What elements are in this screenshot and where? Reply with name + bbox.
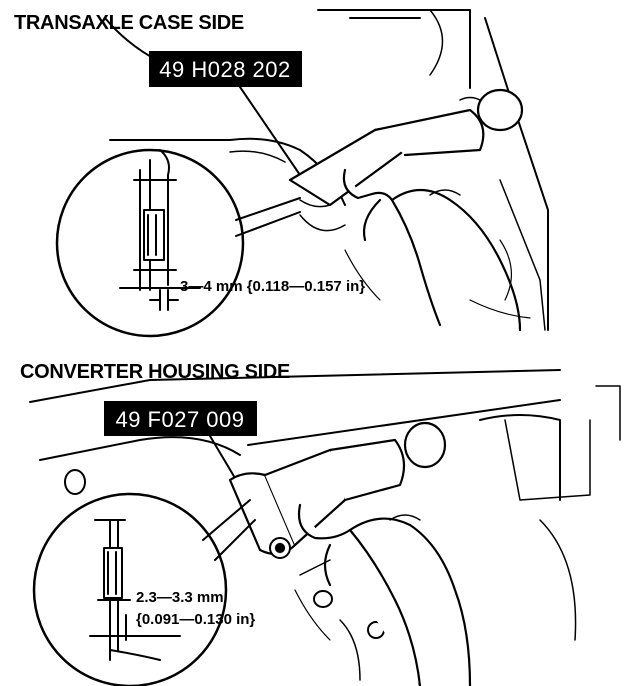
bottom-detail-circle: 2.3—3.3 mm {0.091—0.130 in} [32,492,256,686]
top-label-leader [239,86,301,176]
top-tool-label: 49 H028 202 [149,51,302,87]
bottom-clearance-text-2: {0.091—0.130 in} [136,611,255,628]
top-bearing-section [119,149,201,311]
bottom-clearance-text-1: 2.3—3.3 mm [136,589,224,606]
top-clearance-text: 3—4 mm {0.118—0.157 in} [180,278,365,295]
bottom-section: CONVERTER HOUSING SIDE 49 F027 009 [20,361,621,686]
bottom-detail-pointer [202,499,251,541]
top-detail-pointer [235,197,301,221]
top-tool-number: 49 H028 202 [159,57,291,82]
bottom-hand [294,503,472,686]
top-section-title: TRANSAXLE CASE SIDE [14,12,244,34]
top-hand [342,168,522,332]
bottom-bearing-section [89,519,181,661]
bottom-drift-tool [228,421,447,559]
bottom-housing-outline [29,369,621,686]
top-section: TRANSAXLE CASE SIDE 49 H028 202 [14,9,549,338]
bottom-tool-label: 49 F027 009 [104,401,257,436]
bottom-tool-number: 49 F027 009 [115,407,244,432]
top-drift-tool [288,88,524,232]
top-detail-circle: 3—4 mm {0.118—0.157 in} [55,148,365,338]
